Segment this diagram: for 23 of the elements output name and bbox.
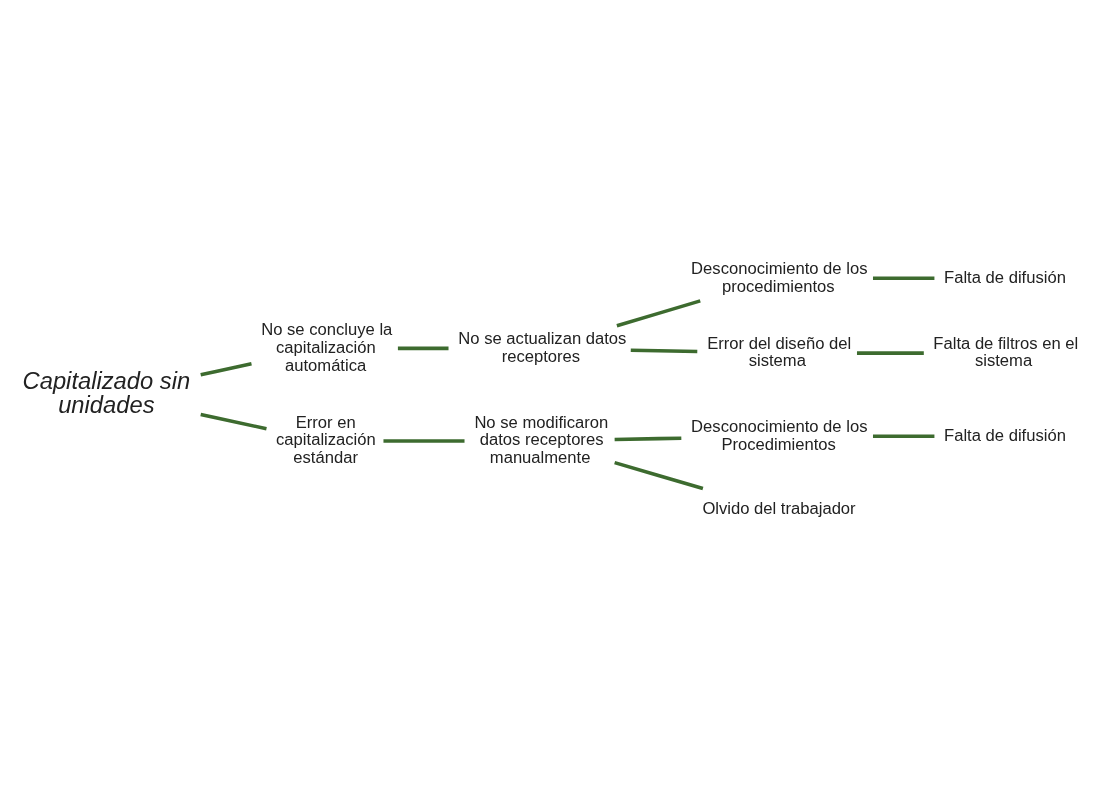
connector	[614, 436, 682, 442]
node-text: Capitalizado sin unidades	[22, 366, 191, 418]
node-text: Error en capitalización estándar	[276, 412, 376, 468]
connector	[873, 276, 935, 281]
connector	[616, 299, 701, 328]
connector	[397, 346, 449, 351]
node-text: Olvido del trabajador	[702, 499, 856, 519]
node-text: Desconocimiento de los procedimientos	[691, 258, 868, 296]
node-text: No se modificaron datos receptores manualmente	[474, 412, 609, 468]
connector	[857, 351, 924, 355]
node-text: Falta de difusión	[944, 267, 1066, 287]
node-text: No se concluye la capitalización automática	[261, 319, 393, 375]
connector	[200, 362, 252, 377]
node-text: Error del diseño del sistema	[707, 333, 852, 371]
connector	[873, 434, 935, 439]
connector	[383, 439, 465, 443]
node-text: Desconocimiento de los Procedimientos	[691, 416, 868, 454]
connector	[200, 412, 267, 431]
node-text: No se actualizan datos receptores	[458, 328, 627, 366]
connector	[630, 348, 698, 354]
node-text: Falta de filtros en el sistema	[933, 333, 1079, 371]
connector	[614, 460, 704, 491]
node-text: Falta de difusión	[944, 425, 1066, 445]
